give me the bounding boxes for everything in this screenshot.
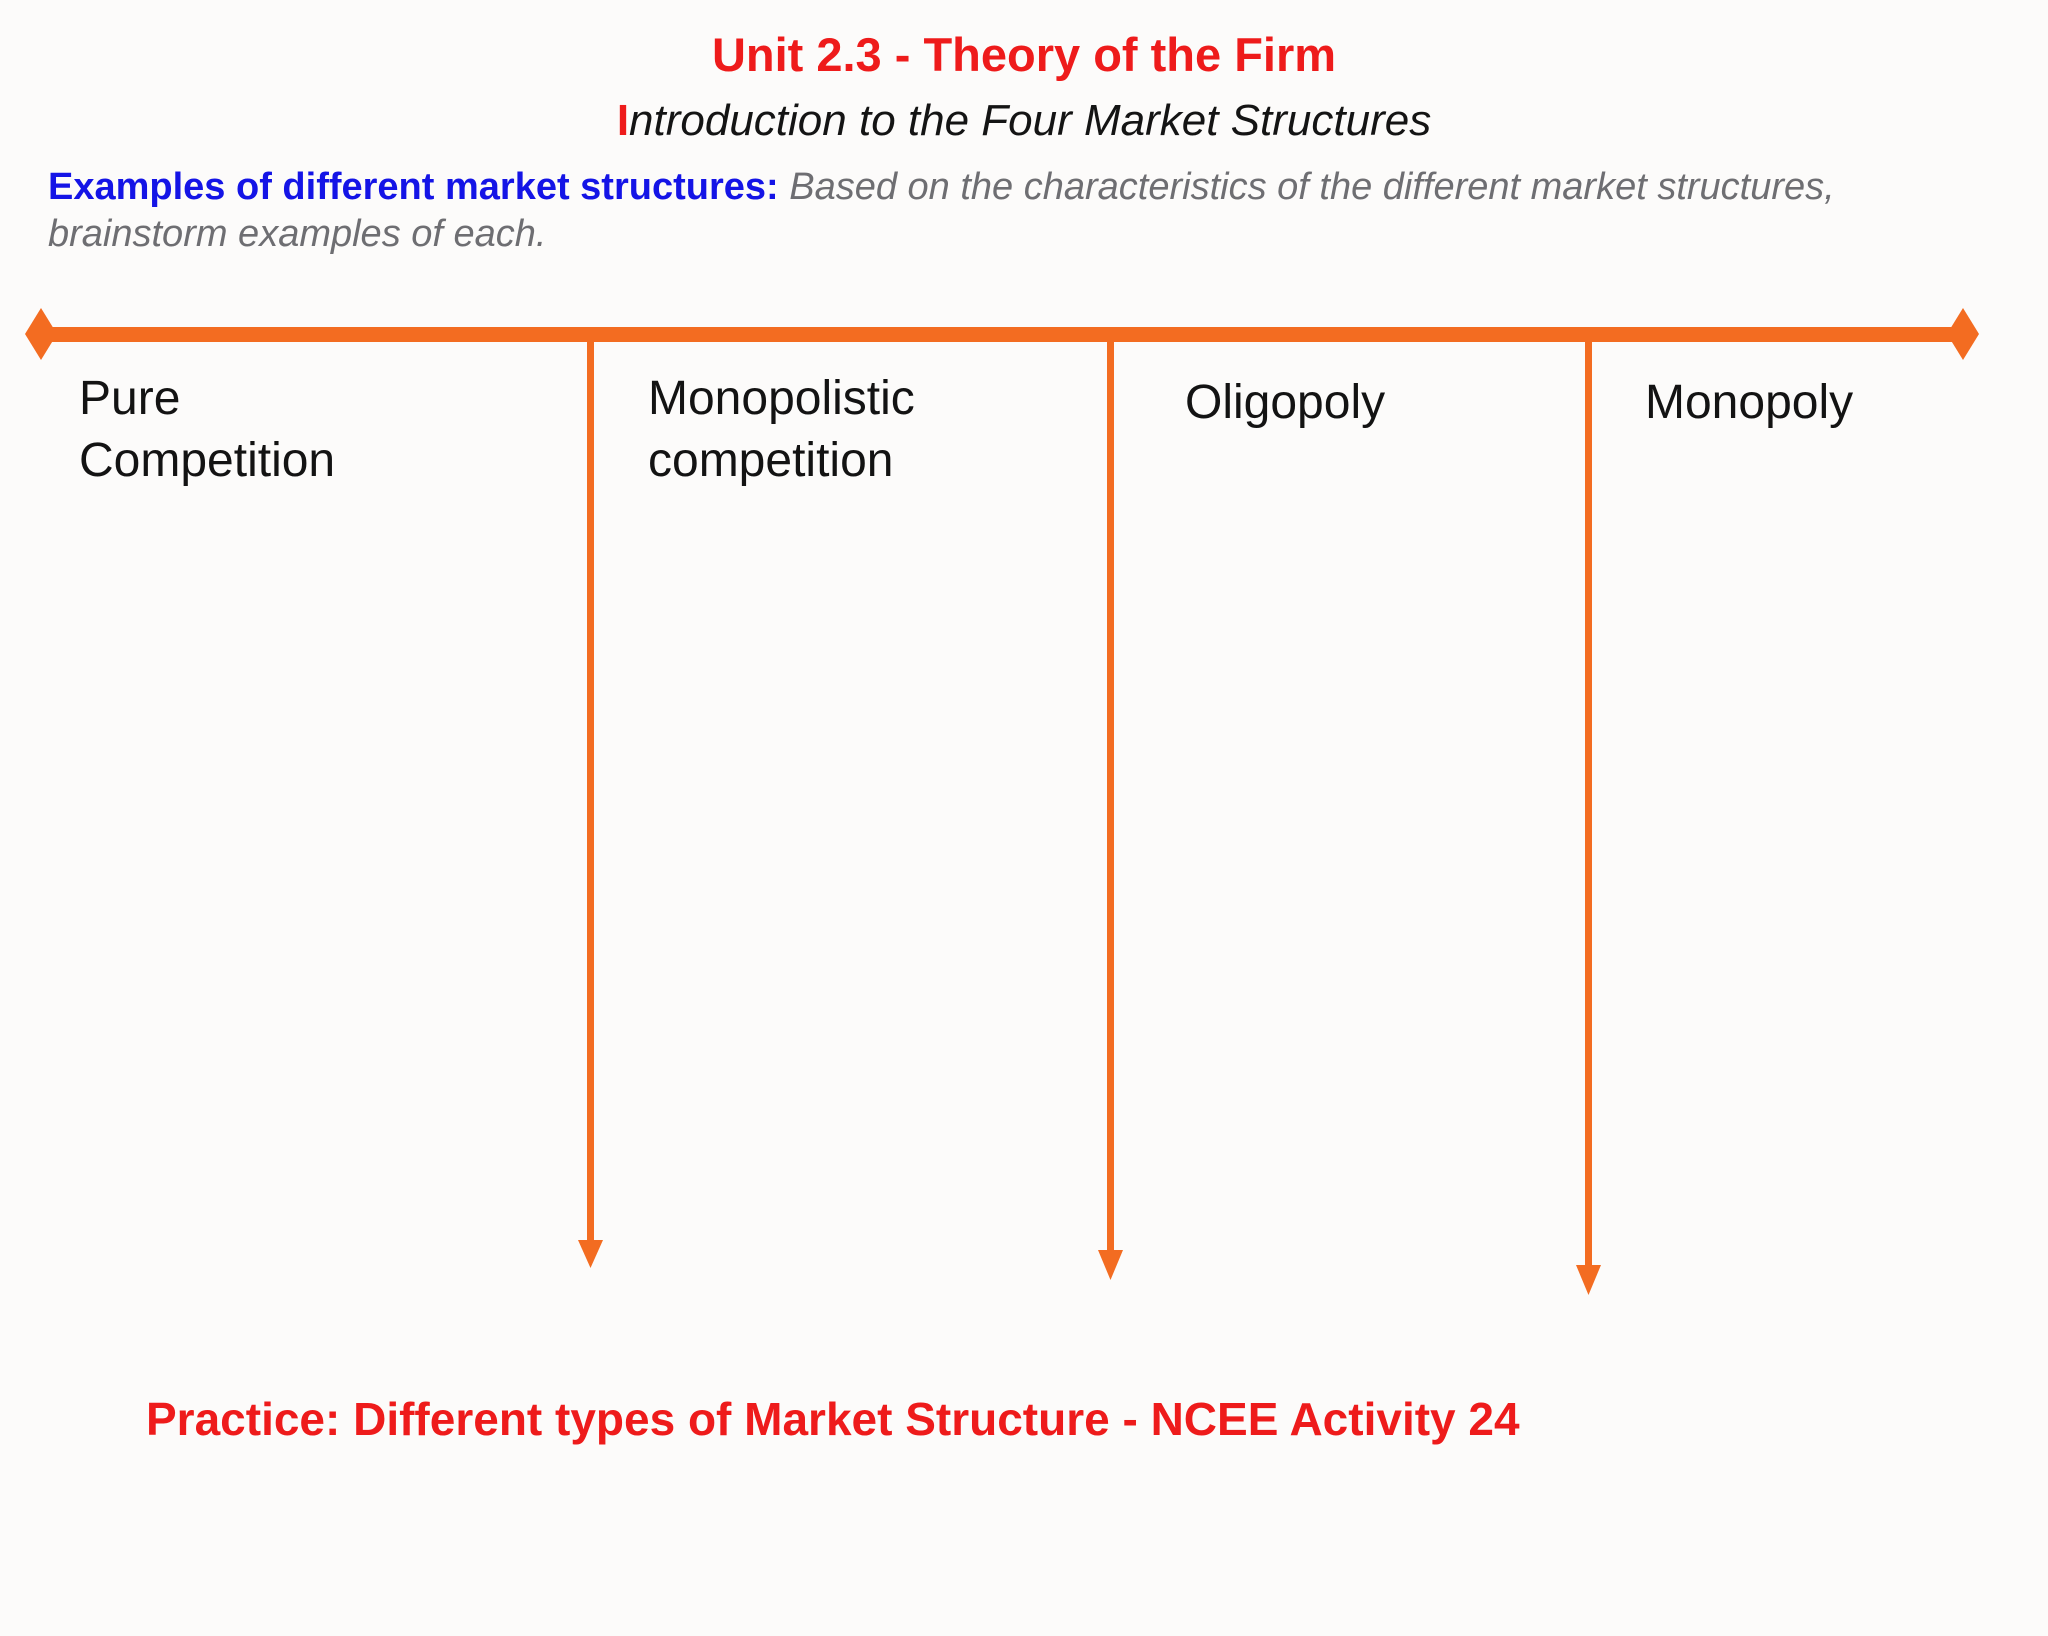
divider-line-1 — [587, 342, 594, 1240]
spectrum-bar — [50, 327, 1955, 342]
divider-arrowhead-1 — [578, 1240, 603, 1268]
divider-line-3 — [1585, 342, 1592, 1265]
instructions-text-line2: brainstorm examples of each. — [48, 213, 547, 255]
column-label-pure-competition: Pure Competition — [79, 372, 336, 487]
page-subtitle: Introduction to the Four Market Structur… — [0, 93, 2048, 148]
column-label-monopoly: Monopoly — [1645, 376, 1854, 429]
instructions: Examples of different market structures:… — [48, 164, 1928, 258]
subtitle-initial-letter: I — [616, 96, 630, 145]
column-label-oligopoly: Oligopoly — [1185, 376, 1386, 429]
subtitle-text: ntroduction to the Four Market Structure… — [629, 96, 1432, 145]
page-title: Unit 2.3 - Theory of the Firm — [711, 28, 1337, 81]
instructions-label: Examples of different market structures: — [48, 166, 779, 208]
divider-line-2 — [1107, 342, 1114, 1250]
column-label-monopolistic-competition: Monopolistic competition — [648, 372, 915, 487]
divider-arrowhead-3 — [1576, 1265, 1601, 1295]
practice-activity-text: Practice: Different types of Market Stru… — [146, 1393, 1520, 1445]
spectrum-left-diamond-endpoint — [25, 308, 57, 360]
spectrum-right-diamond-endpoint — [1947, 308, 1979, 360]
instructions-text-line1: Based on the characteristics of the diff… — [789, 166, 1835, 208]
divider-arrowhead-2 — [1098, 1250, 1123, 1280]
